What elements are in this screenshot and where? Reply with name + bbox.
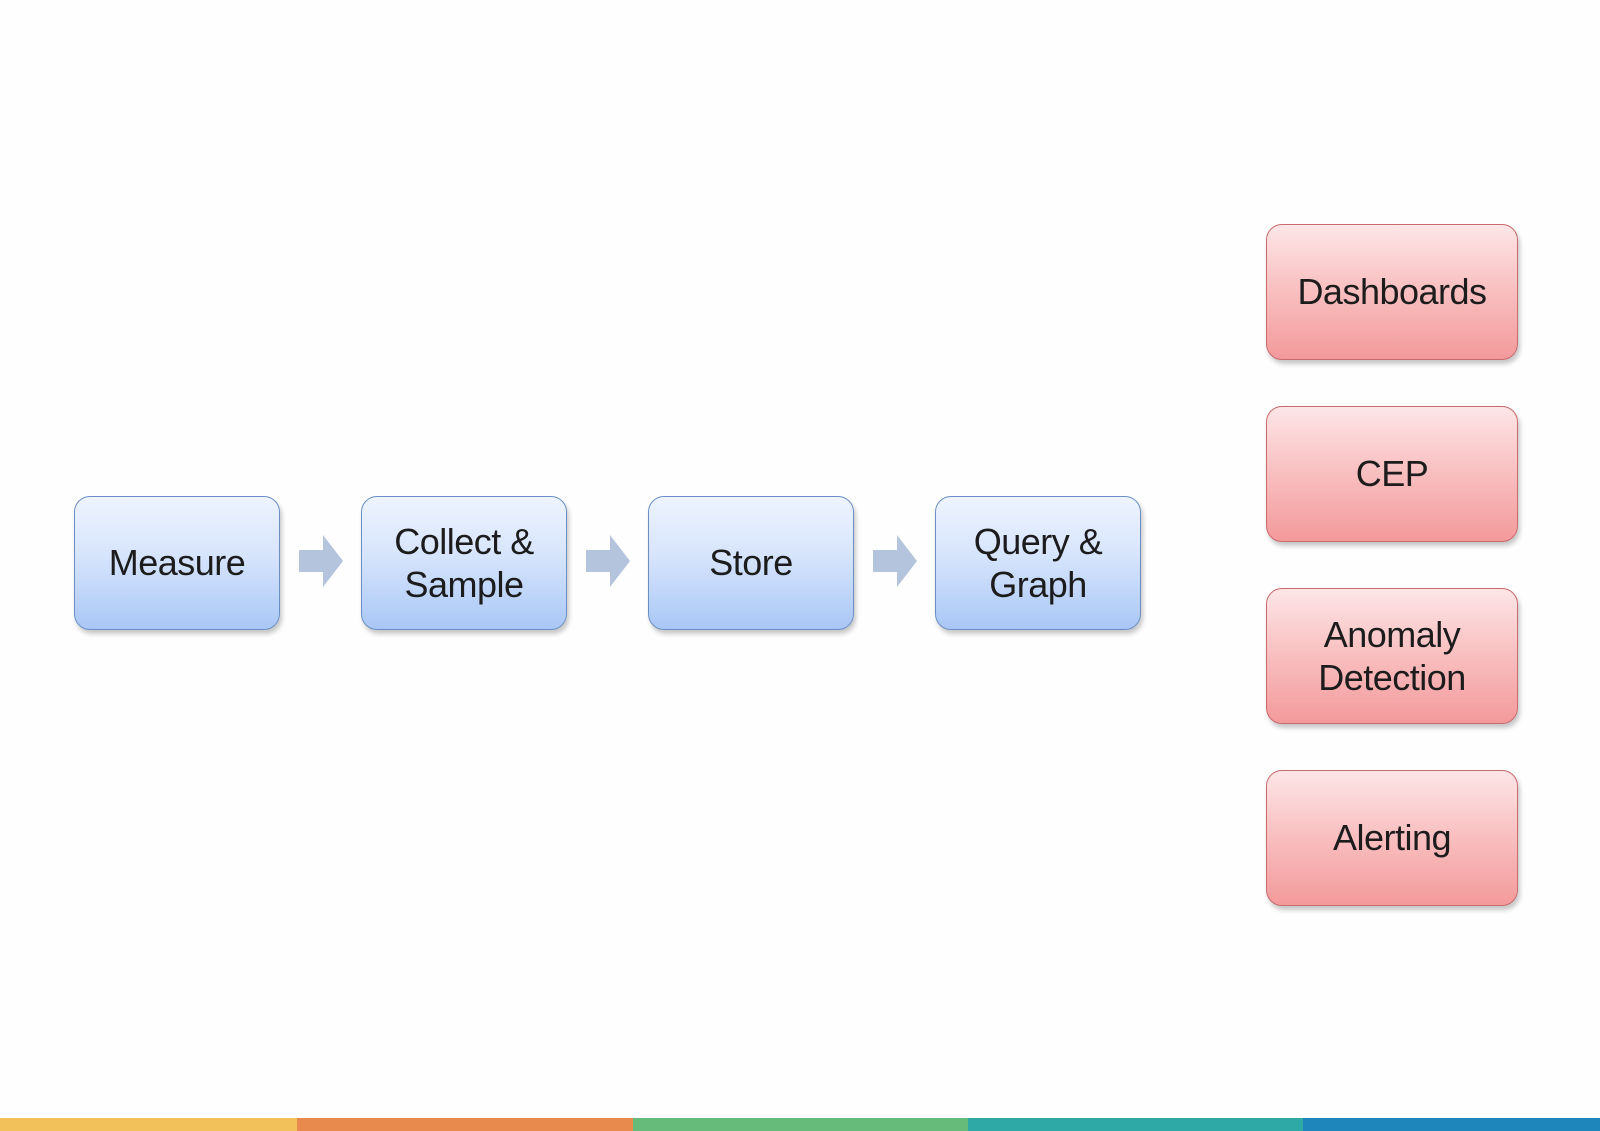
alerting-label: Alerting (1332, 817, 1452, 859)
query-graph-label: Query & Graph (973, 520, 1103, 605)
store-box: Store (648, 496, 854, 630)
cep-label: CEP (1355, 453, 1429, 495)
bar-segment-teal (968, 1118, 1303, 1131)
anomaly-detection-label: Anomaly Detection (1318, 613, 1466, 698)
store-label: Store (709, 542, 793, 584)
bar-segment-orange (297, 1118, 633, 1131)
measure-label: Measure (108, 542, 246, 584)
anomaly-detection-box: Anomaly Detection (1266, 588, 1518, 724)
bar-segment-green (633, 1118, 968, 1131)
measure-box: Measure (74, 496, 280, 630)
dashboards-label: Dashboards (1297, 271, 1487, 313)
bar-segment-blue (1303, 1118, 1600, 1131)
query-graph-box: Query & Graph (935, 496, 1141, 630)
arrow-right-icon (299, 535, 343, 587)
arrow-right-icon (586, 535, 630, 587)
cep-box: CEP (1266, 406, 1518, 542)
bar-segment-yellow (0, 1118, 297, 1131)
collect-sample-box: Collect & Sample (361, 496, 567, 630)
collect-sample-label: Collect & Sample (394, 520, 534, 605)
dashboards-box: Dashboards (1266, 224, 1518, 360)
bottom-color-bar (0, 1118, 1600, 1131)
alerting-box: Alerting (1266, 770, 1518, 906)
arrow-right-icon (873, 535, 917, 587)
